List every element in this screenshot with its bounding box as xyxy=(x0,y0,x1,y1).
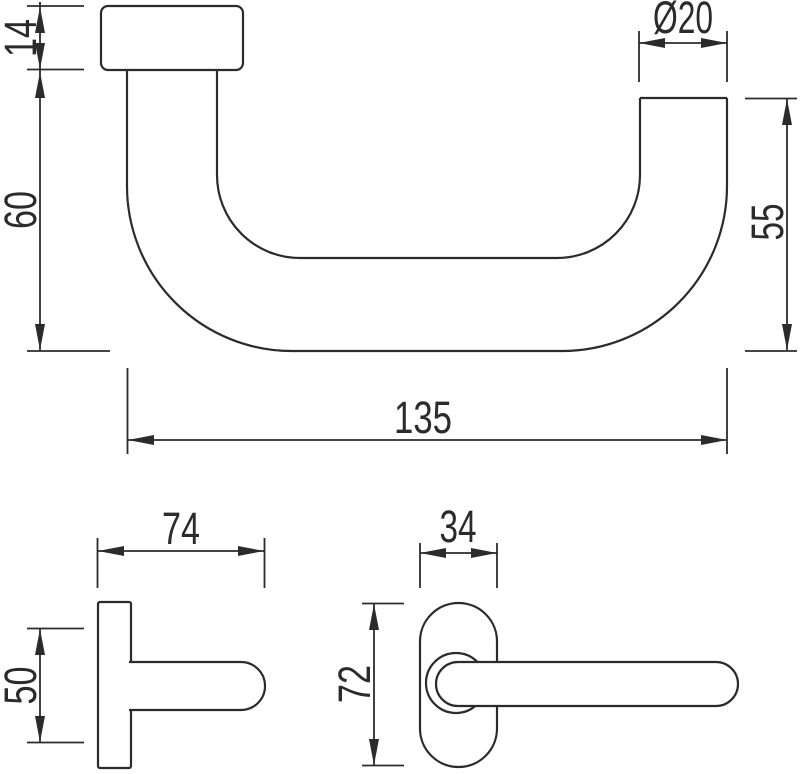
dim-label-projection: 60 xyxy=(0,191,46,229)
arrowhead xyxy=(701,38,727,48)
front-view: 34 72 xyxy=(329,501,740,769)
arrowhead xyxy=(782,99,792,125)
arrowhead xyxy=(35,72,45,98)
arrowhead xyxy=(35,629,45,655)
handle-inner-contour xyxy=(215,70,642,260)
dim-lever-height: 50 xyxy=(0,627,84,744)
dim-rose-height: 72 xyxy=(329,602,404,767)
dim-overall-depth: 74 xyxy=(96,503,266,588)
dim-label-end-height: 55 xyxy=(742,204,793,241)
dim-label-tube-diameter: Ø20 xyxy=(653,0,713,43)
dim-end-height: 55 xyxy=(742,97,797,352)
dim-label-neck-height: 14 xyxy=(0,19,46,57)
arrowhead xyxy=(128,435,154,445)
dim-projection: 60 xyxy=(0,72,110,352)
dim-label-lever-height: 50 xyxy=(0,667,46,705)
arrowhead xyxy=(35,43,45,69)
dim-tube-diameter: Ø20 xyxy=(638,0,728,82)
arrowhead xyxy=(471,548,497,558)
handle-outer-contour xyxy=(125,70,729,353)
dim-overall-length: 135 xyxy=(126,368,728,454)
dim-rose-width: 34 xyxy=(419,501,498,588)
lever-arm xyxy=(434,660,740,708)
dim-label-rose-width: 34 xyxy=(440,501,477,552)
top-view: 14 60 Ø20 55 xyxy=(0,0,797,454)
dim-label-overall-depth: 74 xyxy=(162,503,200,554)
arrowhead xyxy=(35,716,45,742)
dim-neck-height: 14 xyxy=(0,2,84,351)
arrowhead xyxy=(369,604,379,630)
arrowhead xyxy=(369,739,379,765)
arrowhead xyxy=(238,546,264,556)
arrowhead xyxy=(639,38,665,48)
lever-stub xyxy=(129,660,267,712)
arrowhead xyxy=(782,324,792,350)
dim-label-rose-height: 72 xyxy=(329,665,380,703)
arrowhead xyxy=(35,7,45,33)
handle-neck-block xyxy=(99,4,245,72)
dim-label-overall-length: 135 xyxy=(394,392,452,443)
side-view: 74 50 xyxy=(0,503,267,770)
arrowhead xyxy=(420,548,446,558)
arrowhead xyxy=(701,435,727,445)
arrowhead xyxy=(35,324,45,350)
arrowhead xyxy=(98,546,124,556)
rose-plate-edge xyxy=(96,600,133,770)
